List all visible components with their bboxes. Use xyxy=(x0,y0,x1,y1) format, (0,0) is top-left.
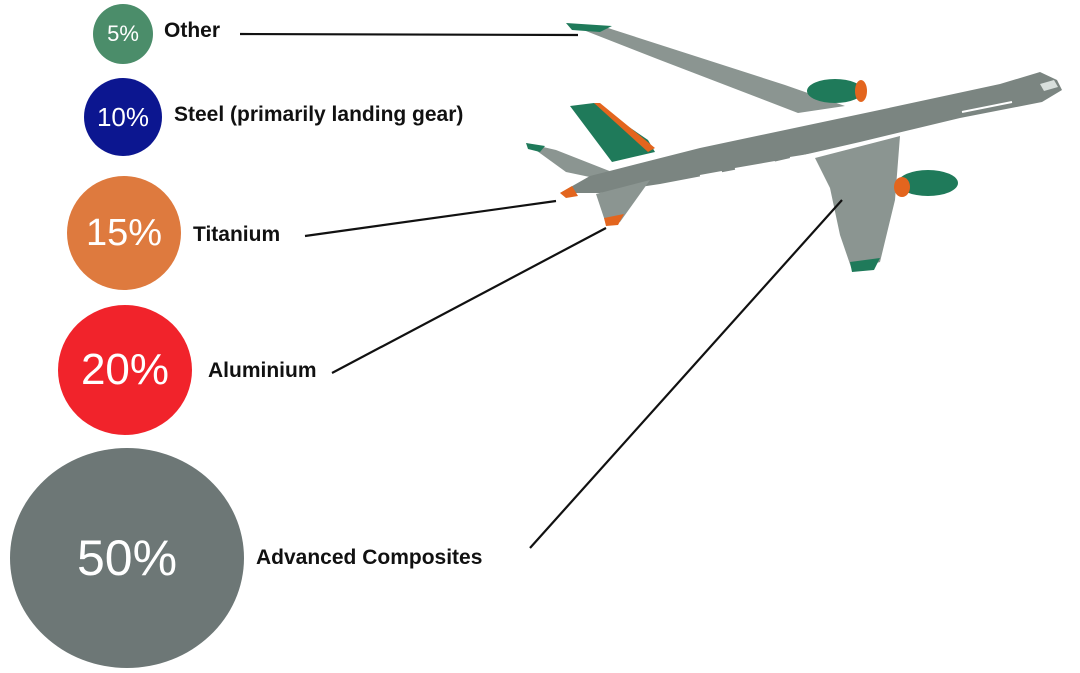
leader-lines xyxy=(239,32,843,549)
upper-wing-tip xyxy=(566,23,612,32)
percent-bubble-composites: 50% xyxy=(10,448,244,668)
vertical-stabilizer-trim xyxy=(594,103,655,152)
lower-h-stabilizer-trim xyxy=(604,214,624,226)
material-label-steel: Steel (primarily landing gear) xyxy=(174,103,464,126)
leader-line-aluminium xyxy=(331,227,607,374)
percent-bubble-other: 5% xyxy=(93,4,153,64)
upper-h-stabilizer xyxy=(526,143,612,180)
lower-wing-tip xyxy=(850,258,880,272)
vertical-stabilizer xyxy=(570,103,655,162)
leader-line-composites xyxy=(529,199,843,549)
percent-bubble-titanium: 15% xyxy=(67,176,181,290)
upper-engine xyxy=(807,79,867,103)
lower-wing xyxy=(815,136,900,270)
material-label-other: Other xyxy=(164,19,221,42)
leader-line-other xyxy=(239,32,579,37)
percent-bubble-steel: 10% xyxy=(84,78,162,156)
material-label-composites: Advanced Composites xyxy=(256,546,483,569)
leader-line-titanium xyxy=(304,199,557,238)
tail-cone xyxy=(560,186,578,198)
cockpit-window xyxy=(1040,80,1058,91)
material-label-titanium: Titanium xyxy=(193,223,281,246)
fuselage-windows xyxy=(699,101,1013,177)
lower-h-stabilizer xyxy=(596,180,650,224)
percent-bubble-aluminium: 20% xyxy=(58,305,192,435)
upper-wing xyxy=(568,24,845,113)
airplane-icon xyxy=(526,23,1062,272)
lower-engine xyxy=(894,170,958,197)
upper-h-stabilizer-trim xyxy=(526,143,545,152)
material-label-aluminium: Aluminium xyxy=(208,359,317,382)
fuselage xyxy=(560,72,1062,193)
